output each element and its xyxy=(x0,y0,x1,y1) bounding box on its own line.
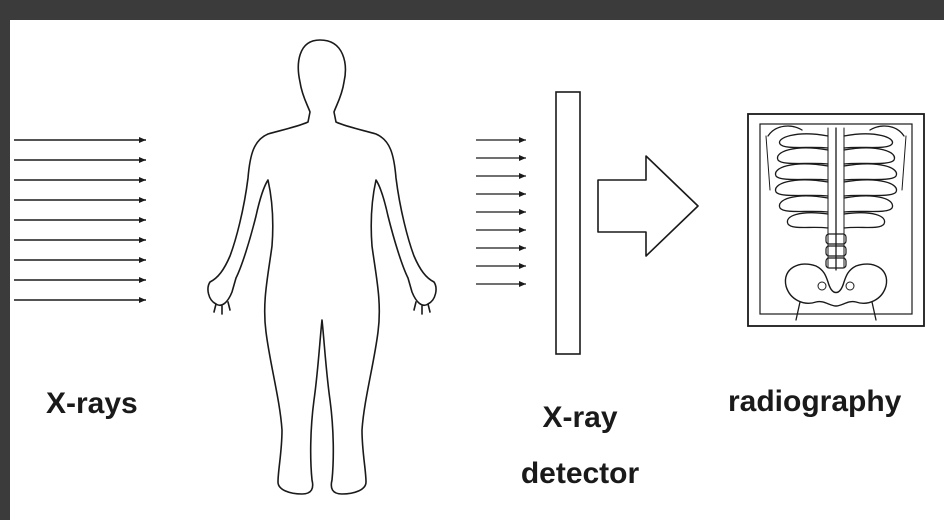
diagram-panel: X-rays X-ray detector radiography xyxy=(10,20,944,520)
radiograph-film-icon xyxy=(748,114,924,326)
detector-label-line2: detector xyxy=(500,446,660,502)
detector-label-line1: X-ray xyxy=(500,390,660,446)
detector-plate-icon xyxy=(556,92,580,354)
radiography-label: radiography xyxy=(728,384,901,420)
xray-diagram xyxy=(10,20,944,520)
transmitted-xray-arrows xyxy=(476,140,526,284)
human-body-icon xyxy=(208,40,436,494)
incoming-xray-arrows xyxy=(14,140,146,300)
xrays-label: X-rays xyxy=(46,386,138,422)
block-arrow-icon xyxy=(598,156,698,256)
detector-label: X-ray detector xyxy=(500,390,660,502)
